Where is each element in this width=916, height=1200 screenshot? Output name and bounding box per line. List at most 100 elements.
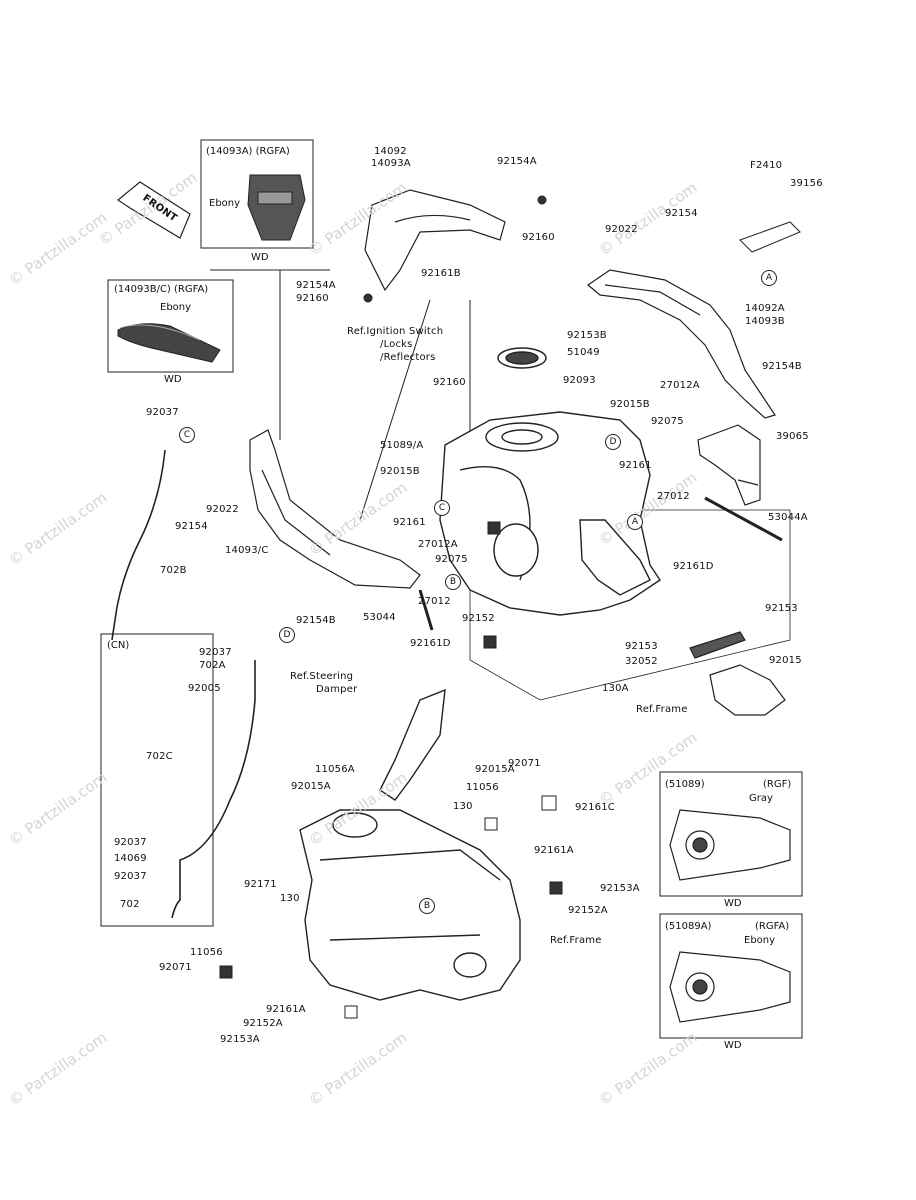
lower-frame-shape [299, 688, 521, 1001]
inset-box-51089a [659, 913, 803, 1039]
inset-51089a-title: (51089A) [665, 921, 712, 932]
part-number-label: 27012 [418, 596, 451, 607]
cn-tube-shape [171, 660, 256, 919]
callout-c: C [179, 427, 195, 443]
part-number-label: 92154 [175, 521, 208, 532]
part-number-label: 53044A [768, 512, 808, 523]
part-number-label: 92153 [765, 603, 798, 614]
part-number-label: 11056 [190, 947, 223, 958]
part-number-label: 32052 [625, 656, 658, 667]
part-number-label: 11056A [315, 764, 355, 775]
part-number-label: 92161A [534, 845, 574, 856]
callout-d: D [605, 434, 621, 450]
inset-14093a-title: (14093A) (RGFA) [206, 146, 290, 157]
part-number-label: 92005 [188, 683, 221, 694]
part-number-label: 92161D [673, 561, 714, 572]
inset-box-14093a [200, 139, 314, 249]
part-number-label: 92022 [206, 504, 239, 515]
callout-c: C [434, 500, 450, 516]
upper-cover-shape [364, 189, 506, 292]
ref-frame-upper: Ref.Frame [636, 704, 688, 715]
rubber-39065-shape [697, 424, 761, 506]
nut-92071 [219, 965, 233, 979]
part-number-label: 39156 [790, 178, 823, 189]
part-number-label: 92161D [410, 638, 451, 649]
part-number-label: 92037 [114, 837, 147, 848]
part-number-label: 14069 [114, 853, 147, 864]
part-number-label: 92171 [244, 879, 277, 890]
part-number-label: 92154A [296, 280, 336, 291]
part-number-label: 14093/C [225, 545, 269, 556]
part-number-label: 27012A [418, 539, 458, 550]
part-number-label: 27012A [660, 380, 700, 391]
part-number-label: 51089/A [380, 440, 424, 451]
part-number-label: 92037 [146, 407, 179, 418]
inset-box-cn [100, 633, 214, 927]
fuel-tank-shape [439, 411, 661, 616]
inset-14093a-color: Ebony [209, 198, 241, 209]
part-number-label: 92153A [600, 883, 640, 894]
drain-tube-shape [111, 449, 166, 641]
part-number-label: 92075 [435, 554, 468, 565]
part-number-label: 92154B [762, 361, 802, 372]
ref-damper: Damper [316, 684, 358, 695]
part-number-label: 92071 [159, 962, 192, 973]
bolt-92160 [537, 195, 547, 205]
damper-92161a-2 [344, 1005, 358, 1019]
inset-51089a-color: Ebony [744, 935, 776, 946]
fuel-cap-51049-shape [497, 347, 547, 369]
rod-53044a-shape [704, 496, 783, 542]
inset-box-51089 [659, 771, 803, 897]
part-number-label: 92160 [433, 377, 466, 388]
inset-14093a-tag: WD [251, 252, 269, 263]
part-number-label: 92037 [199, 647, 232, 658]
frame-bracket-shape [689, 631, 786, 716]
part-number-label: 14093A [371, 158, 411, 169]
damper-11056 [484, 817, 498, 831]
grommet-92161d [487, 521, 501, 535]
callout-b: B [445, 574, 461, 590]
part-number-label: 92015B [380, 466, 420, 477]
ref-steering: Ref.Steering [290, 671, 354, 682]
front-arrow-icon [116, 181, 191, 239]
ref-ignition-switch: Ref.Ignition Switch [347, 326, 444, 337]
cover-14093bc-shape [117, 323, 221, 363]
callout-a: A [627, 514, 643, 530]
part-number-label: 92015A [475, 764, 515, 775]
part-number-label: 92015 [769, 655, 802, 666]
collar-92161c [541, 795, 557, 811]
part-number-label: 14092A [745, 303, 785, 314]
part-number-label: 11056 [466, 782, 499, 793]
part-number-label: 92154B [296, 615, 336, 626]
pad-39156-shape [739, 221, 801, 253]
part-number-label: 92152 [462, 613, 495, 624]
grommet-92161d-2 [483, 635, 497, 649]
part-number-label: 702B [160, 565, 187, 576]
part-number-label: 92153B [567, 330, 607, 341]
right-side-cover-shape [587, 269, 776, 419]
bolt-92160-2 [363, 293, 373, 303]
part-number-label: 130 [280, 893, 300, 904]
part-number-label: 130A [602, 683, 629, 694]
part-number-label: 92161A [266, 1004, 306, 1015]
part-number-label: 92071 [508, 758, 541, 769]
inset-51089-tag: WD [724, 898, 742, 909]
part-number-label: 92160 [522, 232, 555, 243]
tank-51089a-shape [669, 951, 791, 1023]
part-number-label: 92152A [243, 1018, 283, 1029]
inset-51089-color: Gray [749, 793, 773, 804]
ref-locks: /Locks [380, 339, 413, 350]
inset-cn-title: (CN) [107, 640, 130, 651]
part-number-label: 92160 [296, 293, 329, 304]
ref-frame-lower: Ref.Frame [550, 935, 602, 946]
inset-14093bc-color: Ebony [160, 302, 192, 313]
part-number-label: 92153A [220, 1034, 260, 1045]
part-number-label: 702A [199, 660, 226, 671]
left-side-cover-shape [249, 429, 421, 589]
callout-d: D [279, 627, 295, 643]
inset-14093bc-tag: WD [164, 374, 182, 385]
inset-box-14093bc [107, 279, 234, 373]
part-number-label: 92015B [610, 399, 650, 410]
inset-51089-variant: (RGF) [763, 779, 792, 790]
